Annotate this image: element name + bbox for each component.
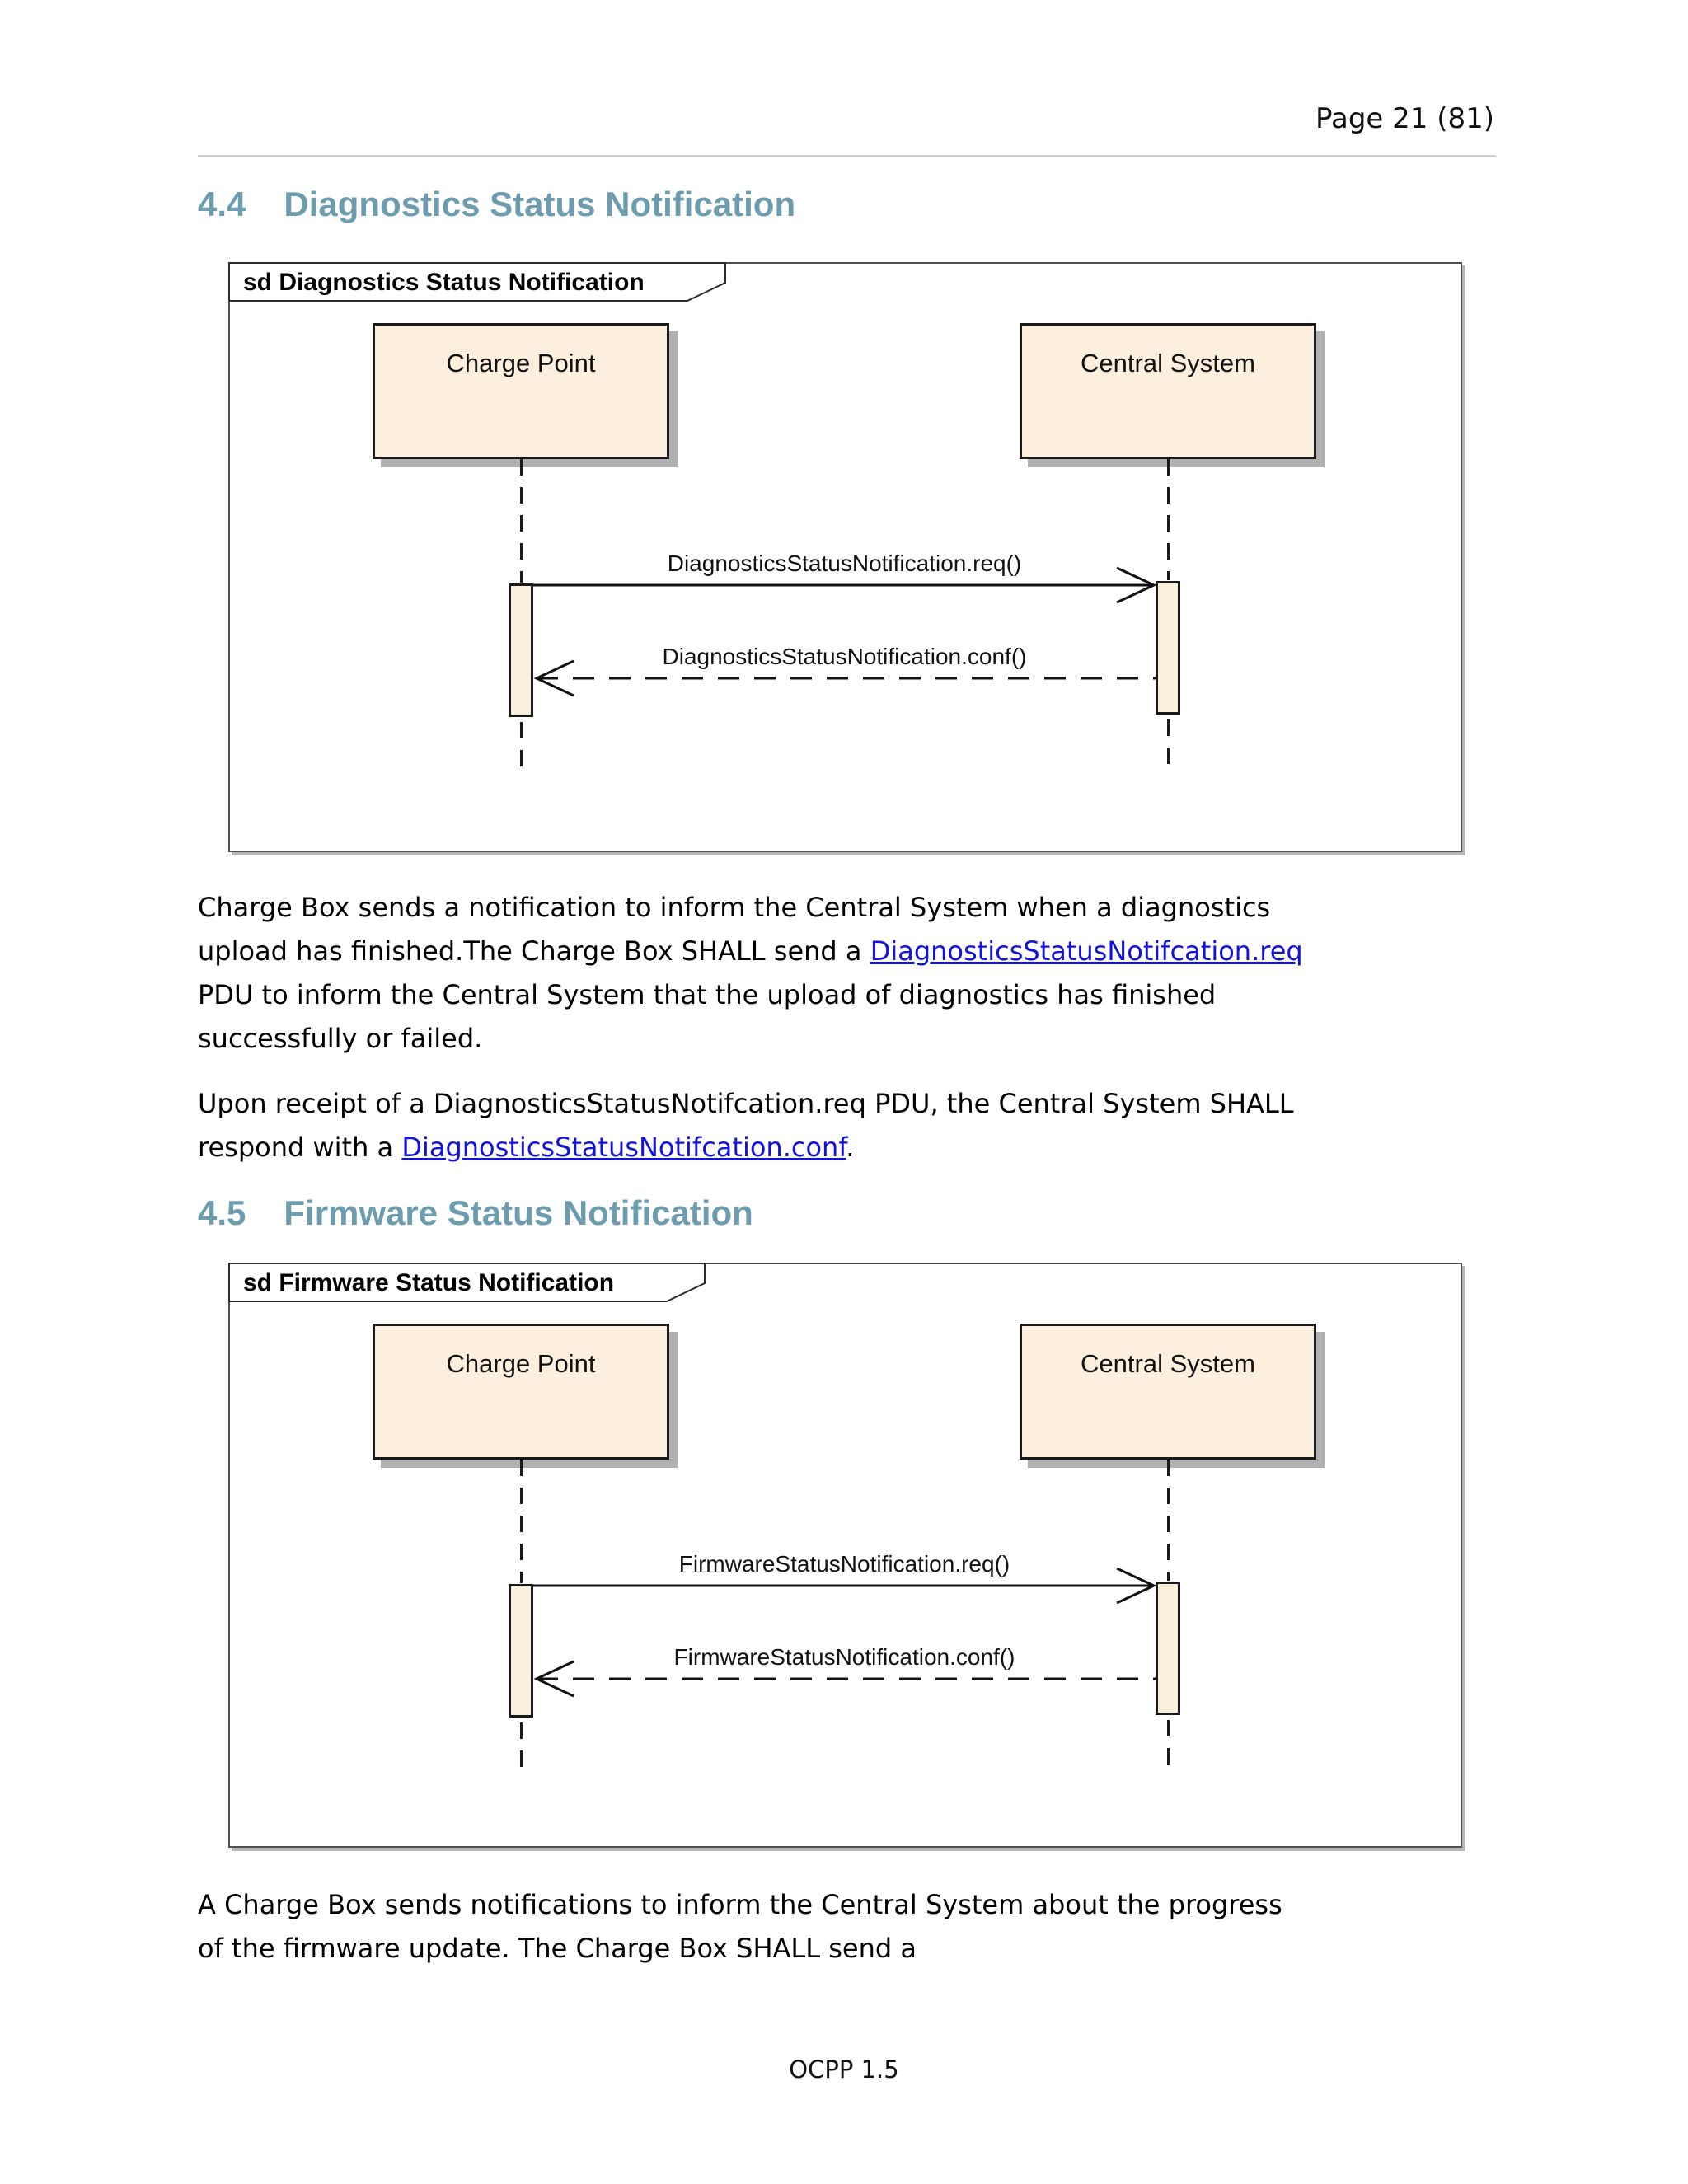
link-diagnostics-req[interactable]: DiagnosticsStatusNotifcation.req xyxy=(870,935,1303,967)
section-heading-4-5: 4.5 Firmware Status Notification xyxy=(198,1193,753,1233)
message-arrow-confirm xyxy=(533,659,1156,697)
frame-label: sd Firmware Status Notification xyxy=(243,1269,615,1296)
paragraph-line: Upon receipt of a DiagnosticsStatusNotif… xyxy=(198,1086,1294,1121)
lifeline-charge-point-tail xyxy=(520,1722,523,1770)
body-text: upload has finished.The Charge Box SHALL… xyxy=(198,935,870,967)
lifeline-central-system xyxy=(1167,459,1170,580)
actor-box-central-system: Central System xyxy=(1020,1324,1316,1460)
body-text: successfully or failed. xyxy=(198,1023,483,1054)
body-text: A Charge Box sends notifications to info… xyxy=(198,1889,1282,1920)
body-text: of the firmware update. The Charge Box S… xyxy=(198,1933,917,1964)
actor-box-charge-point: Charge Point xyxy=(373,1324,669,1460)
actor-label: Central System xyxy=(1081,349,1255,377)
link-diagnostics-conf[interactable]: DiagnosticsStatusNotifcation.conf xyxy=(401,1132,846,1163)
body-text: respond with a xyxy=(198,1132,402,1163)
actor-label: Charge Point xyxy=(446,1349,596,1378)
message-arrow-confirm xyxy=(533,1660,1156,1698)
paragraph-line: A Charge Box sends notifications to info… xyxy=(198,1887,1282,1922)
message-label-confirm: DiagnosticsStatusNotification.conf() xyxy=(662,644,1027,669)
message-label-confirm: FirmwareStatusNotification.conf() xyxy=(673,1644,1015,1670)
section-heading-4-4: 4.4 Diagnostics Status Notification xyxy=(198,185,795,224)
lifeline-charge-point-tail xyxy=(520,722,523,770)
page-number-header: Page 21 (81) xyxy=(1315,102,1494,135)
paragraph-line: Charge Box sends a notification to infor… xyxy=(198,890,1270,925)
section-number: 4.5 xyxy=(198,1193,246,1232)
paragraph-line: respond with a DiagnosticsStatusNotifcat… xyxy=(198,1130,854,1165)
section-number: 4.4 xyxy=(198,185,246,223)
frame-label-tab xyxy=(228,262,726,302)
header-divider xyxy=(198,155,1496,157)
paragraph-line: upload has finished.The Charge Box SHALL… xyxy=(198,934,1303,968)
sequence-diagram-firmware: sd Firmware Status Notification Charge P… xyxy=(228,1263,1462,1848)
actor-label: Charge Point xyxy=(446,349,596,377)
lifeline-charge-point xyxy=(520,1460,523,1583)
paragraph-line: PDU to inform the Central System that th… xyxy=(198,977,1216,1012)
body-text: Upon receipt of a DiagnosticsStatusNotif… xyxy=(198,1088,1294,1119)
activation-bar-central-system xyxy=(1156,581,1180,715)
message-arrow-request xyxy=(533,566,1157,604)
message-label-request: FirmwareStatusNotification.req() xyxy=(678,1551,1010,1577)
sequence-diagram-diagnostics: sd Diagnostics Status Notification Charg… xyxy=(228,262,1462,852)
activation-bar-charge-point xyxy=(509,1584,533,1718)
actor-label: Central System xyxy=(1081,1349,1255,1378)
body-text: PDU to inform the Central System that th… xyxy=(198,979,1217,1010)
frame-label-tab xyxy=(228,1263,706,1302)
lifeline-central-system-tail xyxy=(1167,719,1170,767)
actor-box-charge-point: Charge Point xyxy=(373,323,669,459)
section-title: Firmware Status Notification xyxy=(284,1193,753,1232)
paragraph-line: successfully or failed. xyxy=(198,1021,482,1056)
lifeline-central-system xyxy=(1167,1460,1170,1581)
activation-bar-charge-point xyxy=(509,583,533,717)
lifeline-central-system-tail xyxy=(1167,1720,1170,1768)
frame-label: sd Diagnostics Status Notification xyxy=(243,269,645,296)
body-text: . xyxy=(846,1132,855,1163)
document-footer: OCPP 1.5 xyxy=(789,2055,899,2083)
message-arrow-request xyxy=(533,1567,1157,1605)
message-label-request: DiagnosticsStatusNotification.req() xyxy=(667,551,1022,576)
actor-box-central-system: Central System xyxy=(1020,323,1316,459)
activation-bar-central-system xyxy=(1156,1582,1180,1715)
paragraph-line: of the firmware update. The Charge Box S… xyxy=(198,1931,917,1966)
body-text: Charge Box sends a notification to infor… xyxy=(198,892,1271,923)
lifeline-charge-point xyxy=(520,459,523,583)
section-title: Diagnostics Status Notification xyxy=(284,185,796,223)
